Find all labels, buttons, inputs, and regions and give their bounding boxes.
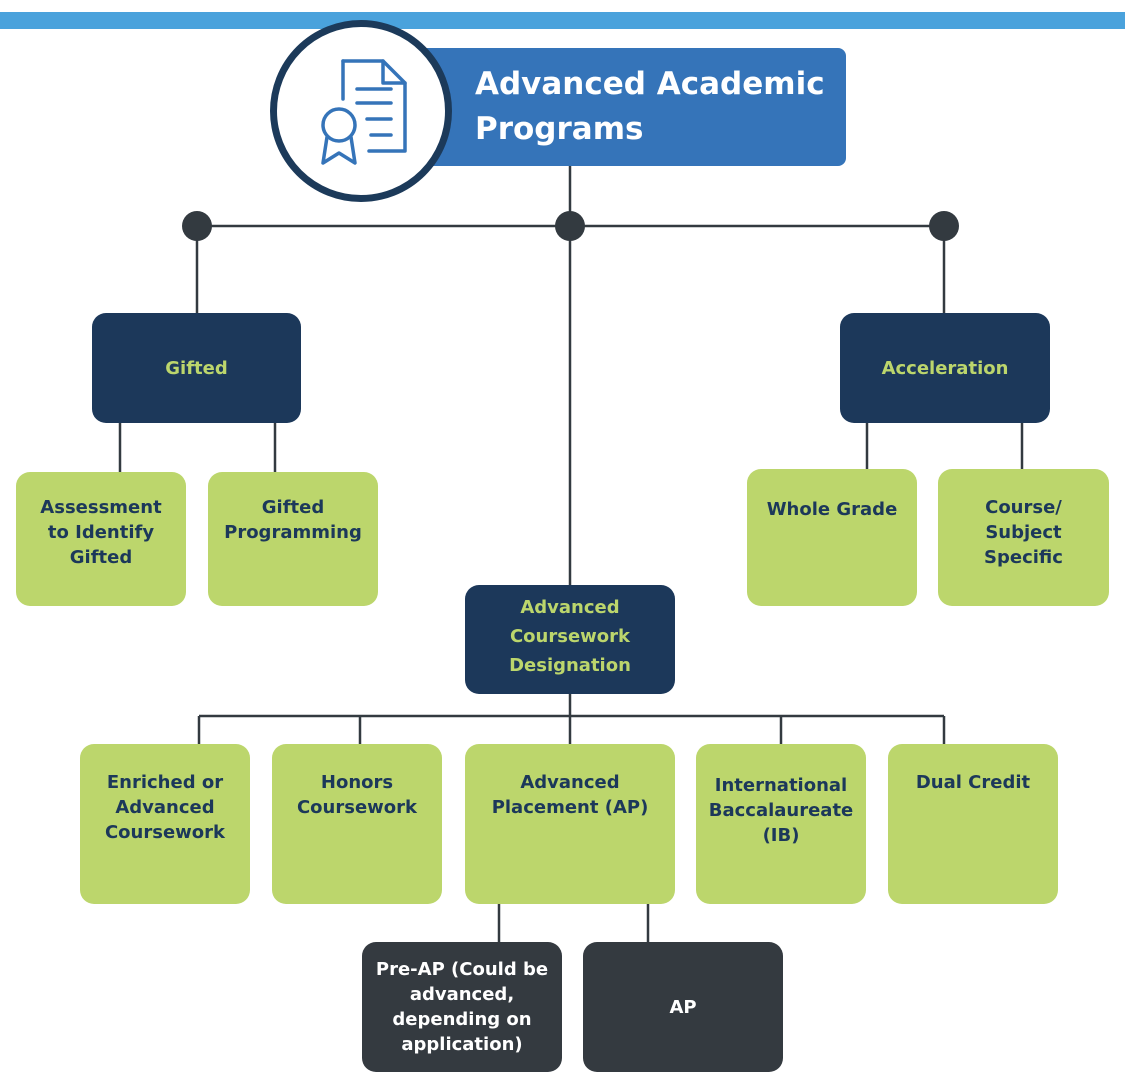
sub-leaf-ap: AP	[583, 942, 783, 1072]
leaf-course-subject-specific: Course/ Subject Specific	[938, 469, 1109, 606]
category-gifted-label: Gifted	[165, 357, 228, 379]
leaf-label: Assessment to Identify Gifted	[40, 497, 162, 568]
leaf-dual-credit: Dual Credit	[888, 744, 1058, 904]
leaf-label: International Baccalaureate (IB)	[708, 775, 854, 846]
leaf-label: Gifted Programming	[224, 497, 362, 543]
category-advanced-coursework-label: Advanced Coursework Designation	[509, 597, 631, 676]
leaf-label: Honors Coursework	[296, 772, 418, 818]
category-gifted: Gifted	[92, 313, 301, 423]
leaf-label: Course/ Subject Specific	[984, 497, 1063, 568]
sub-leaf-pre-ap: Pre-AP (Could be advanced, depending on …	[362, 942, 562, 1072]
leaf-label: Enriched or Advanced Coursework	[104, 772, 226, 843]
leaf-label: Dual Credit	[915, 772, 1031, 793]
sub-leaf-label: Pre-AP (Could be advanced, depending on …	[375, 959, 549, 1055]
leaf-honors: Honors Coursework	[272, 744, 442, 904]
junction-dot	[555, 211, 585, 241]
sub-leaf-label: AP	[669, 996, 697, 1018]
junction-dot	[929, 211, 959, 241]
leaf-enriched-advanced: Enriched or Advanced Coursework	[80, 744, 250, 904]
certificate-document-icon	[321, 59, 407, 165]
leaf-advanced-placement: Advanced Placement (AP)	[465, 744, 675, 904]
top-accent-bar	[0, 12, 1125, 29]
leaf-assessment-gifted: Assessment to Identify Gifted	[16, 472, 186, 606]
leaf-label: Advanced Placement (AP)	[491, 772, 649, 818]
leaf-label: Whole Grade	[766, 499, 898, 520]
junction-dot	[182, 211, 212, 241]
leaf-whole-grade: Whole Grade	[747, 469, 917, 606]
category-acceleration-label: Acceleration	[881, 357, 1009, 379]
category-advanced-coursework: Advanced Coursework Designation	[465, 585, 675, 694]
title-badge	[270, 20, 452, 202]
leaf-international-baccalaureate: International Baccalaureate (IB)	[696, 744, 866, 904]
leaf-gifted-programming: Gifted Programming	[208, 472, 378, 606]
category-acceleration: Acceleration	[840, 313, 1050, 423]
diagram-title: Advanced Academic Programs	[475, 66, 825, 147]
